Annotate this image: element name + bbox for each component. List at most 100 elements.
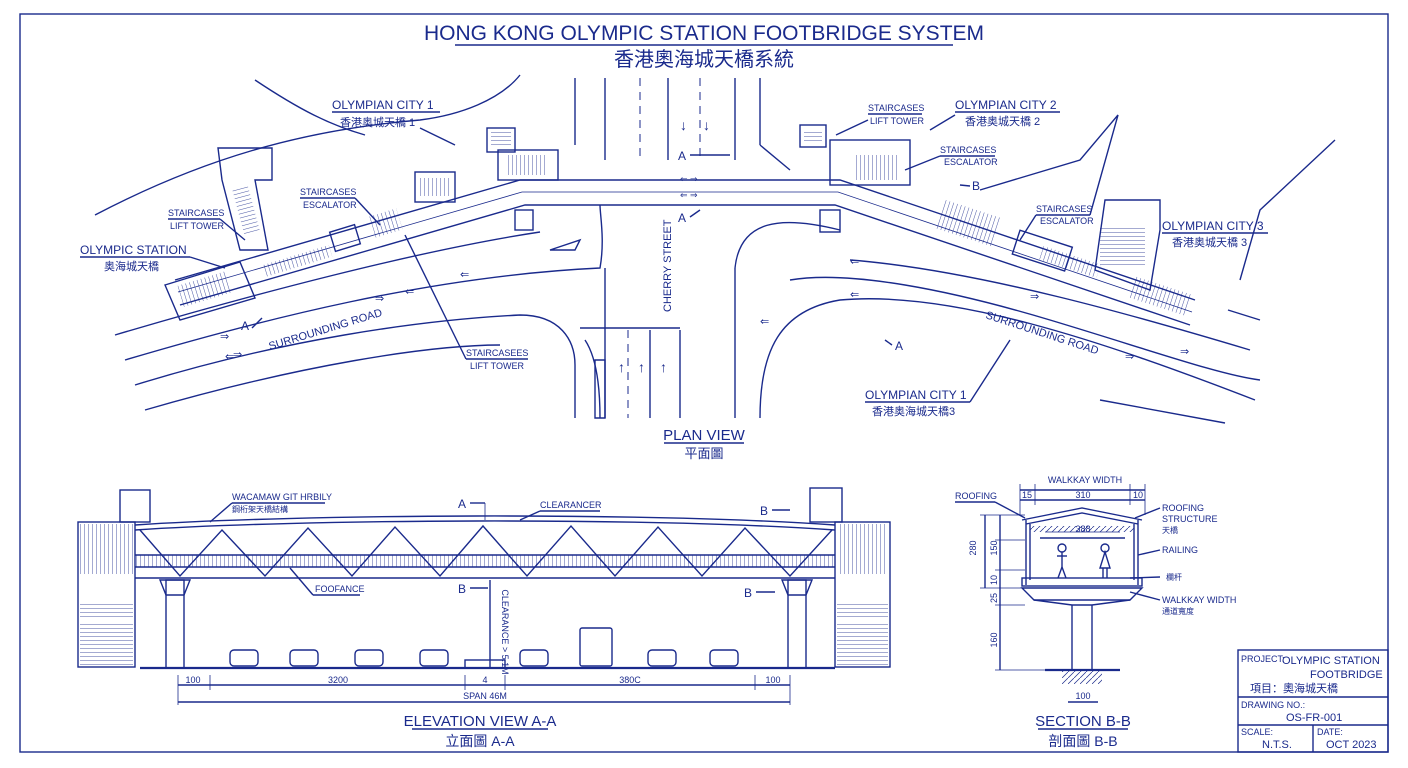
section-dim-10: 10 <box>1133 490 1143 500</box>
plan-caption-en: PLAN VIEW <box>663 427 746 444</box>
svg-text:STAIRCASES: STAIRCASES <box>300 187 356 197</box>
label-cherry-street: CHERRY STREET <box>662 219 674 312</box>
svg-text:WACAMAW GIT HRBILY: WACAMAW GIT HRBILY <box>232 492 332 502</box>
svg-text:香港奥城天橋 2: 香港奥城天橋 2 <box>965 114 1040 128</box>
svg-text:LIFT TOWER: LIFT TOWER <box>470 361 525 371</box>
svg-text:OLYMPIAN CITY 3: OLYMPIAN CITY 3 <box>1162 219 1264 233</box>
elevation-caption-zh: 立面圖 A-A <box>445 733 515 749</box>
svg-text:FOOFANCE: FOOFANCE <box>315 584 365 594</box>
plan-caption-zh: 平面圖 <box>684 446 723 461</box>
svg-text:STAIRCASES: STAIRCASES <box>168 208 224 218</box>
section-railing: RAILING 欄杆 <box>1129 545 1198 582</box>
label-staircases-lift-right: STAIRCASES LIFT TOWER <box>835 103 925 136</box>
svg-text:⇐: ⇐ <box>405 286 414 298</box>
svg-text:CLEARANCER: CLEARANCER <box>540 500 602 510</box>
title-zh: 香港奧海城天橋系統 <box>614 48 794 71</box>
elev-label-clearance: CLEARANCER <box>519 500 602 521</box>
svg-text:OLYMPIAN CITY 1: OLYMPIAN CITY 1 <box>865 388 967 402</box>
section-dim-388: 388 <box>1075 524 1090 534</box>
plan-section-a4: A <box>895 339 903 353</box>
svg-text:LIFT TOWER: LIFT TOWER <box>170 221 225 231</box>
svg-text:⇒: ⇒ <box>1125 351 1134 363</box>
elev-dim-left: 100 <box>185 675 200 685</box>
elevation-view: CLEARANCE > 5.1M 100 3200 4 380C 100 SPA… <box>77 487 891 749</box>
title-en: HONG KONG OLYMPIC STATION FOOTBRIDGE SYS… <box>424 22 984 45</box>
svg-text:香港奥城天橋 3: 香港奥城天橋 3 <box>1172 235 1247 249</box>
svg-text:OLYMPIAN CITY 2: OLYMPIAN CITY 2 <box>955 98 1057 112</box>
tb-scale-value: N.T.S. <box>1262 739 1292 751</box>
svg-text:↑: ↑ <box>660 359 667 375</box>
section-dim-160: 160 <box>989 632 999 647</box>
svg-text:⇒: ⇒ <box>220 331 229 343</box>
elev-vertical-clearance: CLEARANCE > 5.1M <box>500 589 510 674</box>
plan-section-a1: A <box>678 149 686 163</box>
svg-text:通道寬度: 通道寬度 <box>1162 606 1194 616</box>
elevation-caption-en: ELEVATION VIEW A-A <box>404 713 557 730</box>
label-staircases-lift-bottom: STAIRCASEES LIFT TOWER <box>404 234 528 371</box>
svg-text:↓: ↓ <box>680 117 687 133</box>
label-staircases-escalator-left: STAIRCASES ESCALATOR <box>300 187 381 226</box>
section-dim-v25: 25 <box>989 593 999 603</box>
svg-text:⇒: ⇒ <box>1030 291 1039 303</box>
svg-text:WALKKAY WIDTH: WALKKAY WIDTH <box>1162 595 1236 605</box>
tb-project-value-1: OLYMPIC STATION <box>1282 655 1380 667</box>
elev-mark-b-top: B <box>760 504 768 518</box>
svg-text:RAILING: RAILING <box>1162 545 1198 555</box>
svg-text:⇒: ⇒ <box>233 349 242 361</box>
section-dim-150: 150 <box>989 540 999 555</box>
label-staircases-escalator-far: STAIRCASES ESCALATOR <box>1019 204 1094 241</box>
svg-text:⇐: ⇐ <box>850 289 859 301</box>
label-olympian-city-1-bottom: OLYMPIAN CITY 1 香港奥海城天橋3 <box>865 339 1011 418</box>
svg-text:⇐ ⇒: ⇐ ⇒ <box>680 190 698 200</box>
section-dim-280: 280 <box>968 540 978 555</box>
svg-text:OLYMPIC STATION: OLYMPIC STATION <box>80 243 187 257</box>
section-dim-v10: 10 <box>989 575 999 585</box>
label-staircases-escalator-right: STAIRCASES ESCALATOR <box>904 145 998 171</box>
elev-label-foot: FOOFANCE <box>289 567 365 596</box>
label-olympian-city-3: OLYMPIAN CITY 3 香港奥城天橋 3 <box>1162 219 1268 249</box>
svg-text:ESCALATOR: ESCALATOR <box>1040 216 1094 226</box>
title-block: PROJECT: OLYMPIC STATION FOOTBRIDGE 項目：奧… <box>1237 649 1389 753</box>
elev-label-top: WACAMAW GIT HRBILY 鋼桁架天橋結構 <box>209 492 332 523</box>
elev-dim-span: SPAN 46M <box>463 691 507 701</box>
svg-text:⇐: ⇐ <box>760 316 769 328</box>
section-walkway-width-side: WALKKAY WIDTH 通道寬度 <box>1129 591 1236 616</box>
svg-text:ESCALATOR: ESCALATOR <box>303 200 357 210</box>
tb-date-label: DATE: <box>1317 727 1343 737</box>
section-caption-zh: 剖面圖 B-B <box>1048 733 1117 749</box>
section-roofing-left: ROOFING <box>955 491 997 501</box>
svg-text:LIFT TOWER: LIFT TOWER <box>870 116 925 126</box>
elev-mark-b-right: B <box>744 586 752 600</box>
svg-text:⇒: ⇒ <box>375 293 384 305</box>
drawing-border <box>19 13 1389 753</box>
label-olympic-station: OLYMPIC STATION 奥海城天橋 <box>80 243 226 273</box>
label-road-right: SURROUNDING ROAD <box>984 309 1100 357</box>
label-olympian-city-1-top: OLYMPIAN CITY 1 香港奥城天橋 1 <box>332 98 456 146</box>
plan-section-a2: A <box>678 211 686 225</box>
plan-section-a3: A <box>241 319 249 333</box>
svg-text:⇐: ⇐ <box>460 269 469 281</box>
plan-section-b1: B <box>972 179 980 193</box>
svg-text:欄杆: 欄杆 <box>1166 572 1182 582</box>
svg-text:OLYMPIAN CITY 1: OLYMPIAN CITY 1 <box>332 98 434 112</box>
svg-text:↑: ↑ <box>638 359 645 375</box>
svg-text:天橋: 天橋 <box>1162 525 1178 535</box>
tb-date-value: OCT 2023 <box>1326 739 1377 751</box>
section-roof-structure: ROOFING STRUCTURE 天橋 <box>1134 503 1218 535</box>
svg-text:STAIRCASES: STAIRCASES <box>1036 204 1092 214</box>
tb-project-label: PROJECT: <box>1241 654 1285 664</box>
elev-dim-right: 100 <box>765 675 780 685</box>
svg-text:⇒: ⇒ <box>1180 346 1189 358</box>
label-olympian-city-2: OLYMPIAN CITY 2 香港奥城天橋 2 <box>929 98 1060 131</box>
section-dim-310: 310 <box>1075 490 1090 500</box>
svg-text:香港奥海城天橋3: 香港奥海城天橋3 <box>872 404 955 418</box>
elev-dim-mid-right: 380C <box>619 675 641 685</box>
tb-scale-label: SCALE: <box>1241 727 1273 737</box>
section-caption-en: SECTION B-B <box>1035 713 1131 730</box>
plan-view: ⇐ ⇒ ⇐ ⇒ <box>80 74 1336 461</box>
elev-mark-a-top: A <box>458 497 466 511</box>
svg-text:奥海城天橋: 奥海城天橋 <box>104 259 159 273</box>
elev-dim-mid-left: 3200 <box>328 675 348 685</box>
svg-text:STAIRCASES: STAIRCASES <box>868 103 924 113</box>
